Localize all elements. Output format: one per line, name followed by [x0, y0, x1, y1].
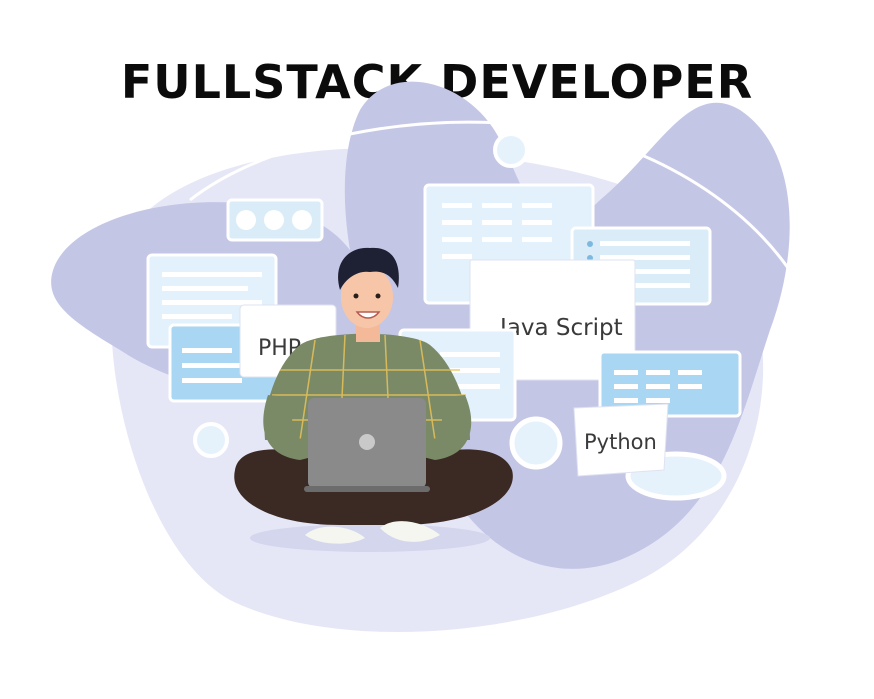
deco-circle-left [193, 422, 229, 458]
dots-card [226, 198, 324, 242]
javascript-label: Java Script [498, 315, 623, 341]
laptop-base [304, 486, 430, 492]
right-shoe [380, 521, 440, 542]
developer-character [234, 247, 513, 552]
deco-circle-top [493, 132, 529, 168]
face [341, 266, 393, 328]
code-card-right-blue [598, 350, 742, 418]
left-shoe [305, 526, 365, 544]
python-label: Python [584, 430, 657, 454]
hair [338, 247, 399, 290]
deco-circle-right [509, 416, 563, 470]
smile [355, 311, 381, 319]
left-eye [353, 293, 359, 299]
right-arm [415, 395, 472, 460]
left-arm [263, 395, 320, 460]
python-card: Python [573, 403, 669, 477]
laptop-logo [359, 434, 375, 450]
background-orbit-line [189, 120, 822, 331]
floor-shadow [250, 524, 490, 552]
right-eye [375, 293, 381, 299]
